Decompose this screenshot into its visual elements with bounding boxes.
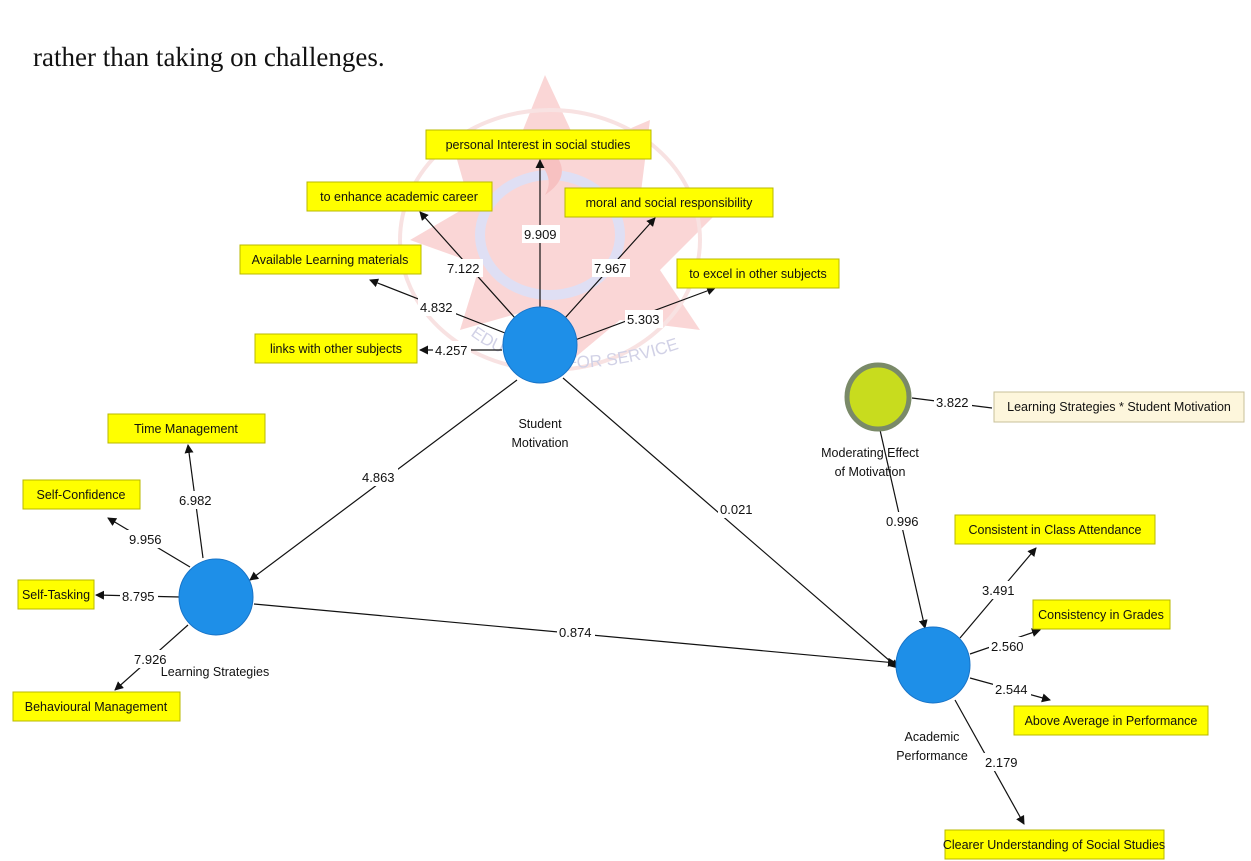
svg-text:2.179: 2.179 <box>985 755 1018 770</box>
academic-performance-label-line2: Performance <box>896 749 968 763</box>
learning-strategies-label: Learning Strategies <box>161 665 269 679</box>
indicator-time-management[interactable]: Time Management <box>107 413 266 444</box>
construct-learning-strategies[interactable]: Learning Strategies <box>161 558 269 679</box>
svg-text:0.874: 0.874 <box>559 625 592 640</box>
moderating-effect-label-line2: of Motivation <box>835 465 906 479</box>
value-sm-to-ls: 4.863 <box>360 468 398 486</box>
edge-sm-to-ap <box>562 377 899 669</box>
indicator-excel-subjects[interactable]: to excel in other subjects <box>676 258 840 289</box>
value-sm-links-subjects: 4.257 <box>433 341 471 359</box>
svg-text:Available Learning materials: Available Learning materials <box>252 253 409 267</box>
academic-performance-label-line1: Academic <box>905 730 960 744</box>
value-ls-behavioural: 7.926 <box>132 650 170 668</box>
constructs: Student Motivation Learning Strategies A… <box>161 306 971 763</box>
indicator-above-average[interactable]: Above Average in Performance <box>1013 705 1209 736</box>
value-ap-class-attendance: 3.491 <box>980 581 1018 599</box>
indicator-clearer-understanding[interactable]: Clearer Understanding of Social Studies <box>943 829 1165 860</box>
svg-text:2.544: 2.544 <box>995 682 1028 697</box>
indicator-behavioural-management[interactable]: Behavioural Management <box>12 691 181 722</box>
svg-text:2.560: 2.560 <box>991 639 1024 654</box>
indicator-self-confidence[interactable]: Self-Confidence <box>22 479 141 510</box>
svg-text:links with other subjects: links with other subjects <box>270 342 402 356</box>
svg-text:4.832: 4.832 <box>420 300 453 315</box>
svg-text:personal Interest in social st: personal Interest in social studies <box>446 138 631 152</box>
indicator-self-tasking[interactable]: Self-Tasking <box>17 579 95 610</box>
indicator-enhance-career[interactable]: to enhance academic career <box>306 181 493 212</box>
indicator-moral-responsibility[interactable]: moral and social responsibility <box>564 187 774 218</box>
value-sm-personal-interest: 9.909 <box>522 225 560 243</box>
indicator-available-materials[interactable]: Available Learning materials <box>239 244 422 275</box>
svg-text:7.122: 7.122 <box>447 261 480 276</box>
value-sm-to-ap: 0.021 <box>718 500 756 518</box>
value-sm-available-materials: 4.832 <box>418 298 456 316</box>
value-ls-self-confidence: 9.956 <box>127 530 165 548</box>
indicator-links-subjects[interactable]: links with other subjects <box>254 333 418 364</box>
student-motivation-label-line1: Student <box>518 417 562 431</box>
svg-text:7.926: 7.926 <box>134 652 167 667</box>
path-values: 9.909 7.122 7.967 4.832 5.303 4.257 4.86… <box>120 225 1031 771</box>
value-ls-to-ap: 0.874 <box>557 623 595 641</box>
value-ls-self-tasking: 8.795 <box>120 587 158 605</box>
moderating-effect-circle[interactable] <box>844 362 912 432</box>
value-sm-enhance-career: 7.122 <box>445 259 483 277</box>
construct-moderating-effect[interactable]: Moderating Effect of Motivation <box>821 362 919 479</box>
moderating-effect-label-line1: Moderating Effect <box>821 446 919 460</box>
svg-text:3.822: 3.822 <box>936 395 969 410</box>
student-motivation-circle[interactable] <box>502 306 578 384</box>
svg-text:7.967: 7.967 <box>594 261 627 276</box>
indicator-personal-interest[interactable]: personal Interest in social studies <box>425 129 652 160</box>
svg-text:9.909: 9.909 <box>524 227 557 242</box>
svg-text:5.303: 5.303 <box>627 312 660 327</box>
construct-academic-performance[interactable]: Academic Performance <box>895 626 971 763</box>
student-motivation-label-line2: Motivation <box>512 436 569 450</box>
svg-text:0.021: 0.021 <box>720 502 753 517</box>
svg-text:Behavioural Management: Behavioural Management <box>25 700 168 714</box>
svg-text:to excel in other subjects: to excel in other subjects <box>689 267 827 281</box>
svg-text:6.982: 6.982 <box>179 493 212 508</box>
svg-text:Above Average in Performance: Above Average in Performance <box>1025 714 1198 728</box>
indicators: personal Interest in social studies to e… <box>12 129 1245 860</box>
value-ap-above-average: 2.544 <box>993 680 1031 698</box>
value-sm-excel-subjects: 5.303 <box>625 310 663 328</box>
value-mod-interaction: 3.822 <box>934 393 972 411</box>
indicator-class-attendance[interactable]: Consistent in Class Attendance <box>954 514 1156 545</box>
value-sm-moral-responsibility: 7.967 <box>592 259 630 277</box>
svg-text:Clearer Understanding of Socia: Clearer Understanding of Social Studies <box>943 838 1165 852</box>
svg-text:Consistency in Grades: Consistency in Grades <box>1038 608 1164 622</box>
svg-text:Self-Confidence: Self-Confidence <box>37 488 126 502</box>
construct-student-motivation[interactable]: Student Motivation <box>502 306 578 450</box>
svg-text:9.956: 9.956 <box>129 532 162 547</box>
indicator-consistency-grades[interactable]: Consistency in Grades <box>1032 599 1171 630</box>
value-ap-consistency-grades: 2.560 <box>989 637 1027 655</box>
svg-text:4.257: 4.257 <box>435 343 468 358</box>
learning-strategies-circle[interactable] <box>178 558 254 636</box>
value-mod-to-ap: 0.996 <box>884 512 922 530</box>
svg-text:8.795: 8.795 <box>122 589 155 604</box>
svg-text:4.863: 4.863 <box>362 470 395 485</box>
intro-text: rather than taking on challenges. <box>33 42 385 72</box>
academic-performance-circle[interactable] <box>895 626 971 704</box>
svg-text:Self-Tasking: Self-Tasking <box>22 588 90 602</box>
svg-text:Time Management: Time Management <box>134 422 238 436</box>
value-ap-clearer-understanding: 2.179 <box>983 753 1021 771</box>
value-ls-time-management: 6.982 <box>177 491 215 509</box>
svg-text:Learning Strategies * Student: Learning Strategies * Student Motivation <box>1007 400 1231 414</box>
svg-text:0.996: 0.996 <box>886 514 919 529</box>
svg-text:moral and social responsibilit: moral and social responsibility <box>586 196 753 210</box>
indicator-interaction-term[interactable]: Learning Strategies * Student Motivation <box>993 391 1245 423</box>
watermark-inner-ring <box>475 170 625 300</box>
svg-text:3.491: 3.491 <box>982 583 1015 598</box>
svg-text:to enhance academic career: to enhance academic career <box>320 190 478 204</box>
svg-text:Consistent in Class Attendance: Consistent in Class Attendance <box>968 523 1141 537</box>
